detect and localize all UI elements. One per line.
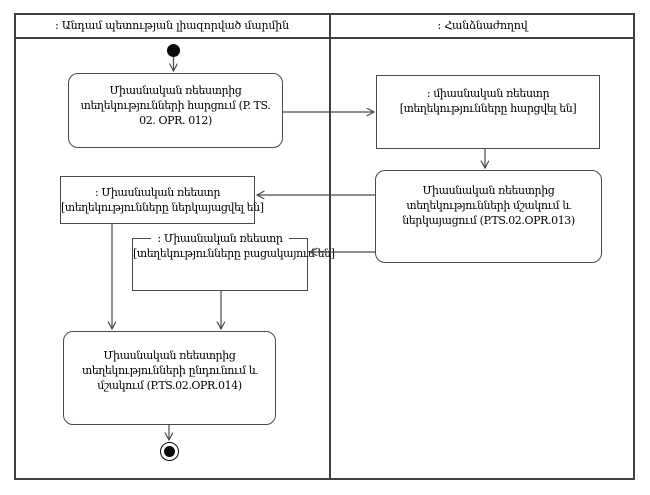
- swimlane-divider: [329, 13, 331, 480]
- activity-label-line: Միասնական ռեեստրից: [109, 84, 242, 97]
- swimlane-header-row: : Անդամ պետության լիազորված մարմին : Հան…: [14, 13, 635, 39]
- object-node-title: : միասնական ռեեստր: [426, 87, 550, 100]
- activity-label-line: ներկայացում (P.TS.02.OPR.013): [402, 214, 575, 227]
- activity-label-line: տեղեկությունների հարցում (P. TS.: [80, 99, 271, 112]
- activity-process-present: Միասնական ռեեստրից տեղեկությունների մշակ…: [375, 170, 602, 263]
- object-node-title: : Միասնական ռեեստր: [151, 231, 289, 246]
- activity-label-line: Միասնական ռեեստրից: [422, 184, 555, 197]
- swimlane-header-authorized-body: : Անդամ պետության լիազորված մարմին: [55, 18, 289, 32]
- initial-node-icon: [167, 44, 180, 57]
- object-node-register-missing: : Միասնական ռեեստր [տեղեկությունները բաց…: [132, 231, 335, 291]
- object-node-title: : Միասնական ռեեստր: [94, 186, 221, 199]
- object-node-state: [տեղեկությունները հարցվել են]: [399, 102, 577, 115]
- object-node-register-presented: : Միասնական ռեեստր [տեղեկությունները ներ…: [60, 176, 264, 224]
- object-node-register-requested: : միասնական ռեեստր [տեղեկությունները հար…: [376, 75, 600, 149]
- object-node-state: [տեղեկությունները ներկայացվել են]: [61, 201, 264, 214]
- activity-label-line: Միասնական ռեեստրից: [103, 349, 236, 362]
- swimlane-header-commission: : Հանձնաժողով: [437, 18, 528, 32]
- activity-label-line: 02. OPR. 012): [139, 114, 212, 127]
- activity-label-line: մշակում (P.TS.02.OPR.014): [97, 379, 242, 392]
- activity-label-line: տեղեկությունների ընդունում և: [82, 364, 257, 377]
- object-node-state: [տեղեկությունները բացակայում են]: [133, 247, 335, 260]
- final-node-icon: [160, 442, 179, 461]
- activity-request-info: Միասնական ռեեստրից տեղեկությունների հարց…: [68, 73, 283, 148]
- activity-receive-process: Միասնական ռեեստրից տեղեկությունների ընդո…: [63, 331, 276, 425]
- activity-label-line: տեղեկությունների մշակում և: [406, 199, 571, 212]
